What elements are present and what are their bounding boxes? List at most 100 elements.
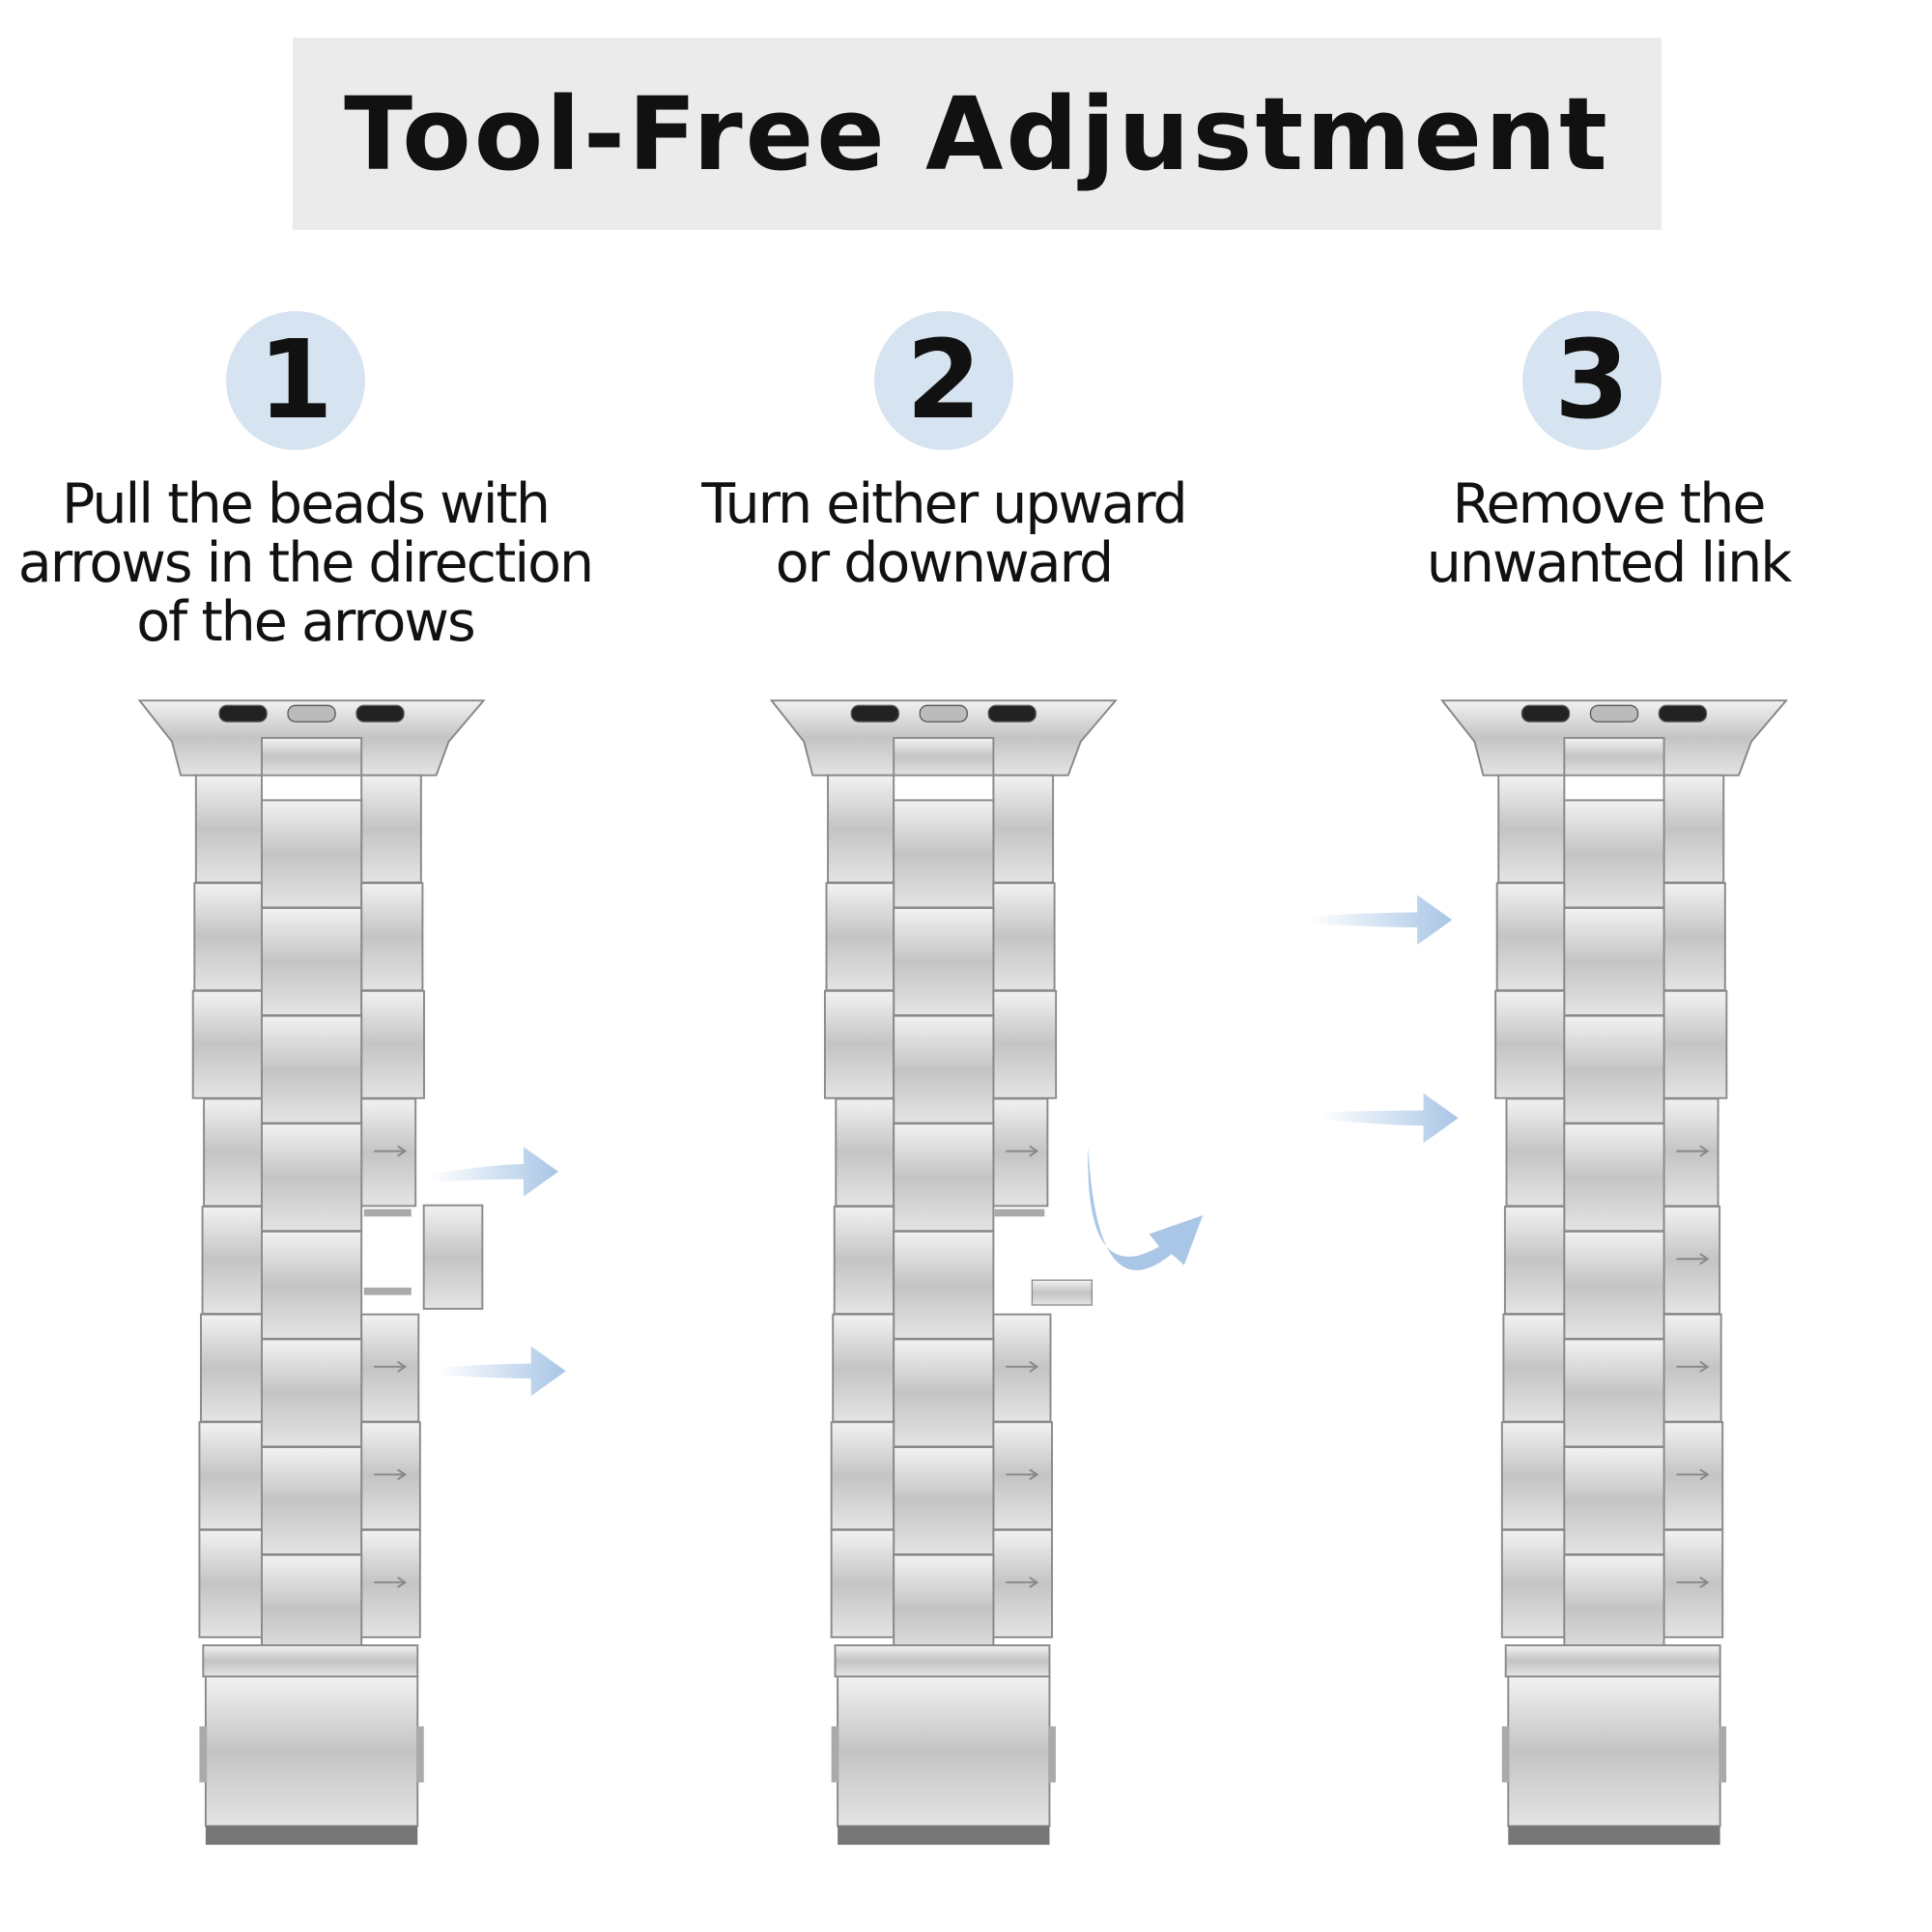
step-1-description: Pull the beads with arrows in the direct… <box>0 475 614 652</box>
lug-slot <box>218 704 268 723</box>
outer-link-left <box>1505 1097 1566 1208</box>
center-link <box>893 736 995 777</box>
lug-slot <box>1520 704 1571 723</box>
outer-link-right <box>1662 1097 1719 1208</box>
center-link <box>1563 1014 1665 1124</box>
link-pin <box>363 1208 412 1217</box>
center-link <box>261 1230 363 1340</box>
center-link <box>893 1338 995 1448</box>
link-arrow-marker <box>1006 1577 1039 1589</box>
step-1-line: of the arrows <box>136 590 475 654</box>
step-1-line: arrows in the direction <box>17 531 594 595</box>
outer-link-left <box>832 1313 895 1423</box>
outer-link-left <box>1495 882 1566 992</box>
center-link <box>1563 799 1665 909</box>
center-link <box>261 1553 363 1663</box>
outer-link-right <box>992 1528 1053 1638</box>
center-link <box>1563 1446 1665 1555</box>
step-3-description: Remove the unwanted link <box>1299 475 1918 593</box>
outer-link-left <box>194 774 263 884</box>
outer-link-left <box>835 1097 895 1208</box>
center-link <box>1563 1230 1665 1340</box>
clasp-side <box>1048 1726 1056 1783</box>
link-arrow-marker <box>374 1468 408 1481</box>
lug-slot <box>287 704 336 723</box>
center-link <box>261 907 363 1016</box>
lug-slot <box>987 704 1037 723</box>
outer-link-left <box>1503 1206 1566 1315</box>
link-arrow-marker <box>1676 1253 1710 1265</box>
lug-slot <box>355 704 405 723</box>
removed-link <box>422 1204 484 1310</box>
center-link <box>893 907 995 1016</box>
step-3-line: unwanted link <box>1426 531 1792 595</box>
outer-link-left <box>825 882 895 992</box>
step-2-description: Turn either upward or downward <box>635 475 1253 593</box>
lug-slot <box>1658 704 1708 723</box>
clasp-bottom <box>1508 1826 1720 1845</box>
clasp-side <box>199 1726 208 1783</box>
step-1-badge: 1 <box>226 311 365 450</box>
step-2-badge: 2 <box>874 311 1013 450</box>
step-2-line: Turn either upward <box>701 472 1187 536</box>
center-link <box>261 1338 363 1448</box>
clasp-bottom <box>205 1826 418 1845</box>
clasp-side <box>1501 1726 1510 1783</box>
clasp-bar <box>834 1644 1051 1678</box>
outer-link-right <box>1662 1528 1724 1638</box>
outer-link-right <box>360 1097 417 1208</box>
step-3-line: Remove the <box>1452 472 1767 536</box>
center-link <box>893 1014 995 1124</box>
link-arrow-marker <box>374 1360 408 1373</box>
outer-link-right <box>992 1421 1053 1531</box>
turn-arrow <box>1088 1147 1204 1270</box>
link-arrow-marker <box>374 1145 408 1157</box>
outer-link-left <box>1497 774 1566 884</box>
center-link <box>261 1446 363 1555</box>
link-pin <box>994 1208 1045 1217</box>
outer-link-right <box>1662 774 1725 884</box>
center-link <box>1563 907 1665 1016</box>
direction-arrow <box>1321 1093 1459 1144</box>
outer-link-right <box>360 774 422 884</box>
outer-link-right <box>992 774 1055 884</box>
center-link <box>261 799 363 909</box>
pulled-pin <box>1031 1279 1093 1306</box>
center-link <box>893 1230 995 1340</box>
clasp-bar <box>1504 1644 1721 1678</box>
link-arrow-marker <box>1006 1468 1039 1481</box>
clasp <box>204 1675 419 1828</box>
outer-link-left <box>1502 1313 1566 1423</box>
center-link <box>1563 736 1665 777</box>
direction-arrow <box>430 1147 559 1197</box>
clasp <box>1507 1675 1721 1828</box>
outer-link-left <box>823 989 895 1099</box>
outer-link-right <box>360 882 424 992</box>
link-arrow-marker <box>374 1577 408 1589</box>
outer-link-right <box>360 1313 420 1423</box>
center-link <box>261 1014 363 1124</box>
lug-slot <box>919 704 968 723</box>
outer-link-left <box>833 1206 895 1315</box>
outer-link-left <box>1500 1528 1566 1638</box>
link-arrow-marker <box>1006 1145 1039 1157</box>
center-link <box>893 1446 995 1555</box>
clasp <box>837 1675 1051 1828</box>
direction-arrow <box>1308 895 1453 946</box>
outer-link-left <box>830 1528 895 1638</box>
link-arrow-marker <box>1676 1145 1710 1157</box>
center-link <box>1563 1338 1665 1448</box>
outer-link-left <box>193 882 263 992</box>
outer-link-right <box>1662 1206 1721 1315</box>
lug-slot <box>1589 704 1639 723</box>
outer-link-right <box>360 1421 421 1531</box>
link-arrow-marker <box>1006 1360 1039 1373</box>
clasp-side <box>415 1726 424 1783</box>
center-link <box>261 1122 363 1233</box>
outer-link-left <box>200 1313 263 1423</box>
step-3-badge: 3 <box>1522 311 1662 450</box>
outer-link-right <box>1662 882 1726 992</box>
outer-link-right <box>992 1313 1052 1423</box>
outer-link-right <box>1662 1313 1722 1423</box>
